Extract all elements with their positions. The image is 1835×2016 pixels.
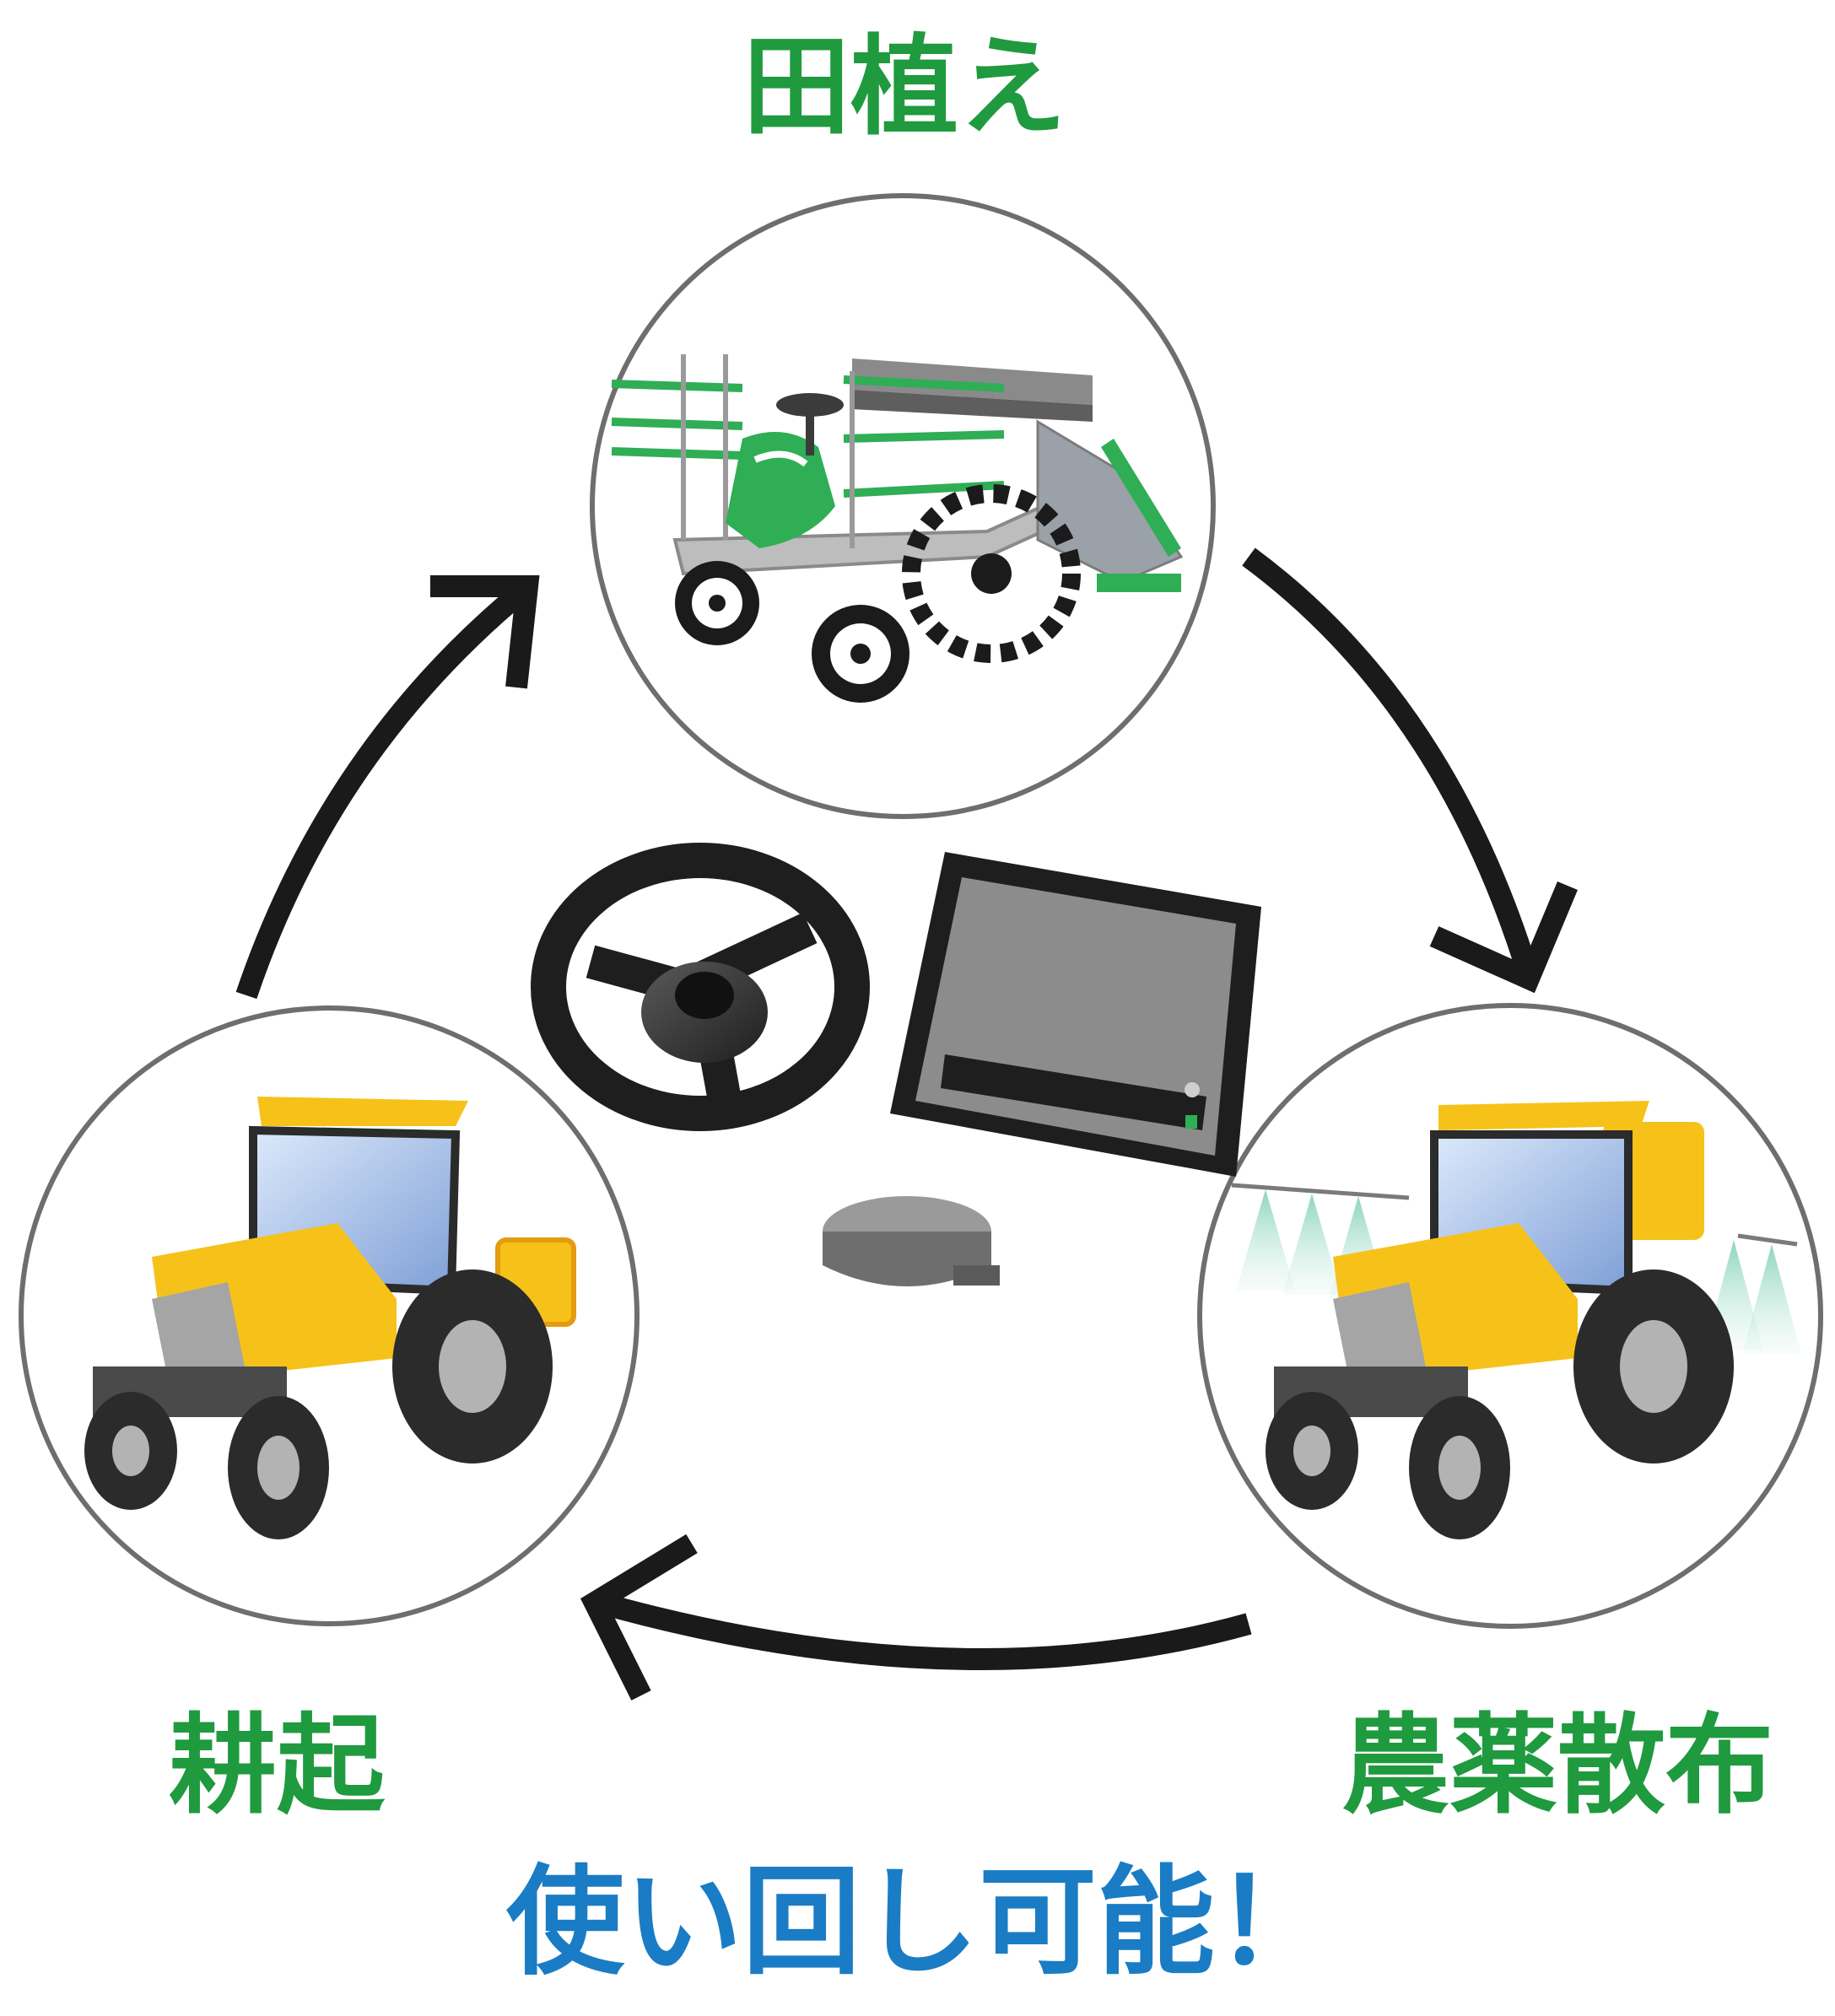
steering-wheel-icon: [531, 843, 870, 1131]
arrow-planting-to-spraying: [1242, 547, 1578, 994]
gnss-antenna-icon: [823, 1196, 1000, 1286]
label-rice-planting: 田植え: [742, 24, 1067, 150]
tractor-sprayer-icon: [1197, 1003, 1823, 1629]
tractor-rotary-tiller-icon: [19, 1005, 640, 1626]
label-tilling: 耕起: [169, 1703, 386, 1829]
display-monitor-icon: [890, 852, 1261, 1177]
arrow-spraying-to-tilling: [580, 1534, 1252, 1701]
arrow-tilling-to-planting: [235, 575, 540, 1000]
caption-reusable: 使い回し可能！: [506, 1854, 1334, 1992]
rice-transplanter-icon: [590, 193, 1216, 819]
label-spraying: 農薬散布: [1341, 1703, 1774, 1829]
cycle-arrows: [235, 547, 1578, 1701]
